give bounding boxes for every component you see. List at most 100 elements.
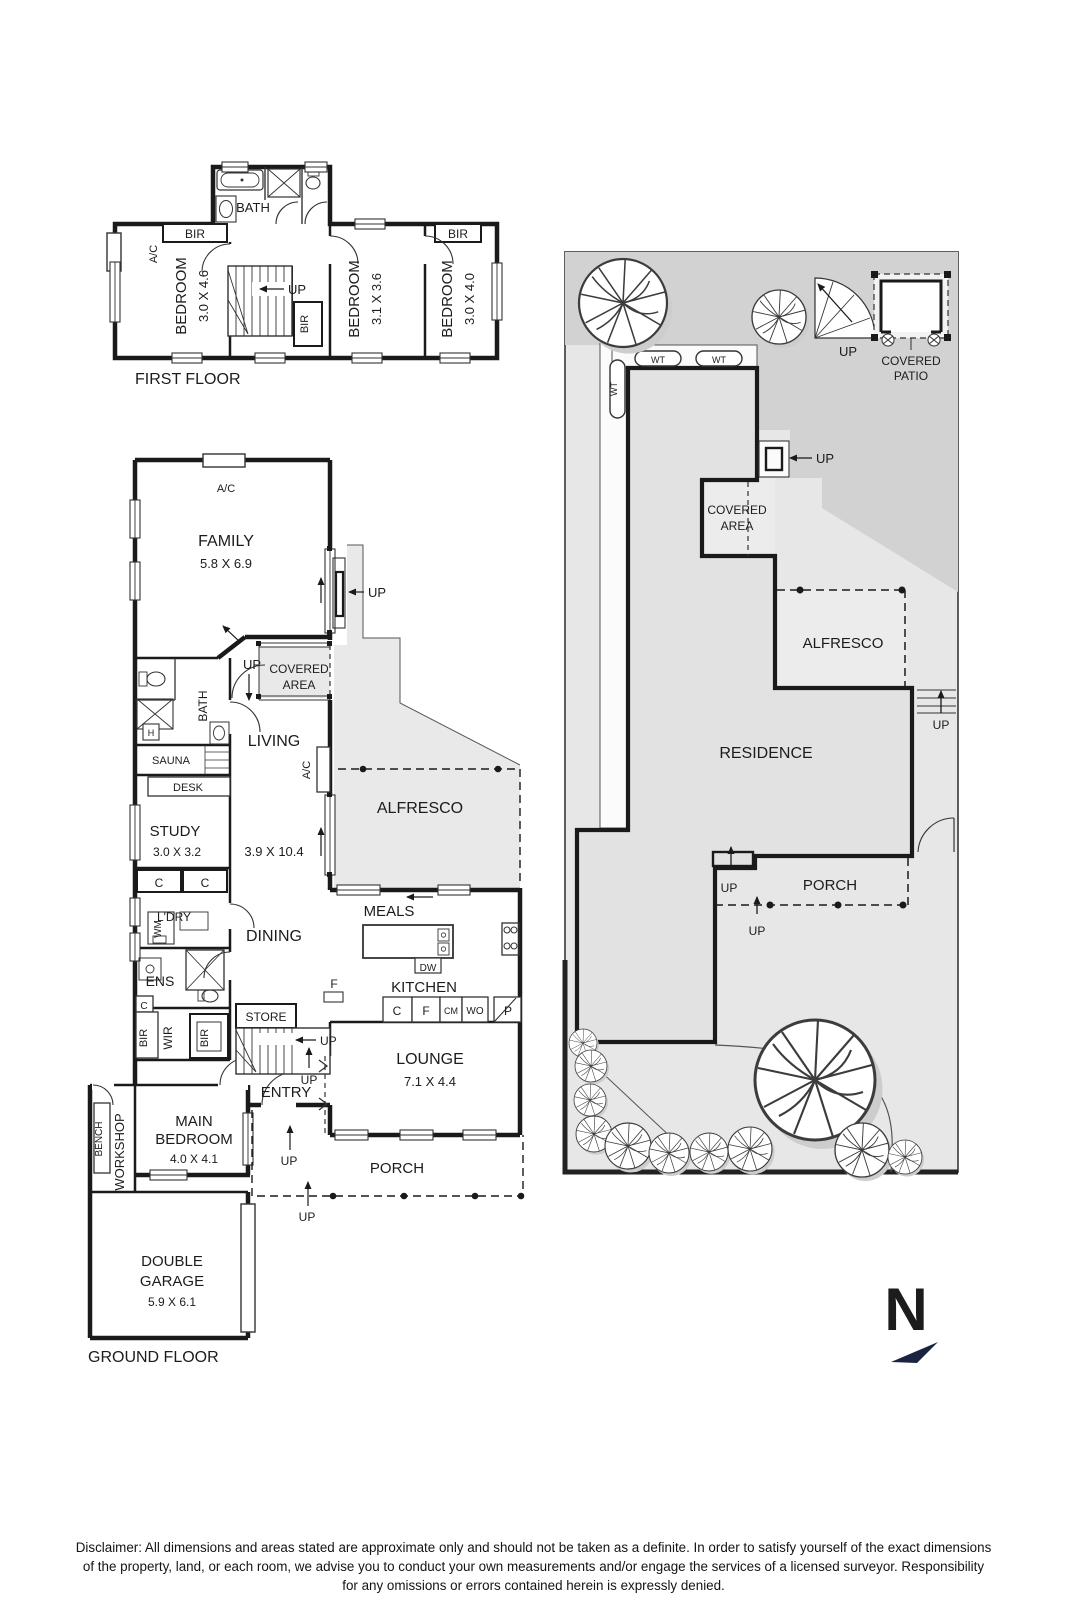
bir-closet [135,1011,159,1059]
gf-alfresco-fill [334,545,520,888]
north-arrow-icon [891,1342,938,1363]
site-porch-label: PORCH [803,877,857,894]
water-tanks: WT WT WT [609,350,743,419]
residence-outline [574,365,915,1045]
ground-floor-plan: A/C FAMILY 5.8 X 6.9 UP UP COVERED AREA [87,453,525,1366]
wir-label: WIR [161,1026,175,1050]
room-dim-lounge: 7.1 X 4.4 [404,1074,456,1089]
bir-label: BIR [199,1029,211,1047]
covered-patio-label: PATIO [894,369,928,383]
dw-label: DW [420,963,437,974]
wt-label: WT [712,355,726,365]
site-porch: UP PORCH UP [711,846,909,938]
gf-porch: UP PORCH UP [251,1110,525,1224]
gf-covered-area-label: COVERED [269,662,329,676]
room-label-family: FAMILY [198,533,254,550]
north-compass: N [884,1276,938,1363]
room-label-mainbed: MAIN [175,1113,213,1130]
bench-label: F [422,1004,429,1018]
gf-alfresco-edge [347,544,521,766]
first-floor-plan: BATH BIR BIR UP BIR [106,161,503,388]
up-label: UP [839,344,857,359]
up-label: UP [288,282,306,297]
room-dim-bedroom2: 3.1 X 3.6 [369,273,384,325]
gf-porch-label: PORCH [370,1160,424,1177]
bench-label: WO [466,1006,483,1017]
garage-door [240,1203,256,1333]
up-label: UP [816,451,834,466]
room-label-mainbed: BEDROOM [155,1131,233,1148]
room-dim-study: 3.0 X 3.2 [153,845,201,859]
hall-steps: UP [222,625,261,701]
disclaimer-line: for any omissions or errors contained he… [342,1578,725,1594]
site-alfresco: ALFRESCO [777,586,906,686]
bench-label: C [393,1004,402,1018]
site-boundary-thick [562,960,958,1175]
room-label-bedroom2: BEDROOM [346,260,363,338]
closet [182,869,228,893]
covered-patio-label: COVERED [881,354,941,368]
room-label-meals: MEALS [364,903,415,920]
fridge-label: F [330,977,337,991]
laundry-appliances [147,911,209,945]
workbench [93,1102,111,1174]
room-label-study: STUDY [150,823,201,840]
bench-label: CM [444,1006,458,1016]
up-label: UP [281,1154,298,1168]
closet-label: C [155,876,164,890]
sauna-heater-label: H [148,728,155,738]
ground-floor-title: GROUND FLOOR [88,1349,219,1366]
room-label-living: LIVING [248,733,300,750]
side-up-landing: UP [758,440,834,478]
north-letter: N [884,1276,927,1343]
wm-label: WM [153,920,164,938]
site-covered-area-label: AREA [721,519,754,533]
entry-lounge-opening [318,1056,329,1135]
site-covered-area-label: COVERED [707,503,767,517]
site-covered-area-fill [702,478,775,556]
covered-patio: COVERED PATIO [871,271,951,383]
store-label: STORE [245,1010,286,1024]
bathroom [215,167,328,225]
up-label: UP [933,718,950,732]
cooktop [501,922,520,956]
residence-label: RESIDENCE [719,745,812,762]
closet-label: C [140,1001,147,1012]
gf-alfresco-label: ALFRESCO [377,800,463,817]
room-label-garage: GARAGE [140,1273,204,1290]
bir-closet [162,223,228,243]
desk [147,776,231,797]
kitchen-bench: C F CM WO P [382,996,522,1023]
up-label: UP [301,1073,318,1087]
gf-covered-area-fill [259,647,330,698]
gf-covered-area: COVERED AREA [256,641,332,701]
room-label-kitchen: KITCHEN [391,979,457,996]
room-label-bath: BATH [196,690,210,721]
room-label-ens: ENS [146,973,175,989]
room-label-entry: ENTRY [261,1084,312,1101]
wt-label: WT [609,382,619,396]
room-label-dining: DINING [246,928,302,945]
gf-alfresco: ALFRESCO [317,765,521,901]
bir-closet [434,223,482,243]
gf-outer-walls [87,457,523,1341]
main-staircase: UP UP [235,1027,337,1087]
room-dim-mainbed: 4.0 X 4.1 [170,1152,218,1166]
site-plan: WT WT WT UP COVERED PATIO [562,251,959,1182]
disclaimer-line: of the property, land, or each room, we … [82,1559,985,1575]
desk-label: DESK [173,782,204,794]
ac-unit [202,453,246,468]
bir-closet [293,301,323,347]
up-label: UP [243,657,261,672]
up-label: UP [749,924,766,938]
up-label: UP [721,881,738,895]
room-dim-family: 5.8 X 6.9 [200,556,252,571]
room-dim-bedroom3: 3.0 X 4.0 [462,273,477,325]
room-dim-living: 3.9 X 10.4 [244,844,303,859]
room-dim-bedroom1: 3.0 X 4.6 [196,270,211,322]
bir-label: BIR [448,227,468,241]
windows [109,161,503,364]
closet-label: C [201,876,210,890]
